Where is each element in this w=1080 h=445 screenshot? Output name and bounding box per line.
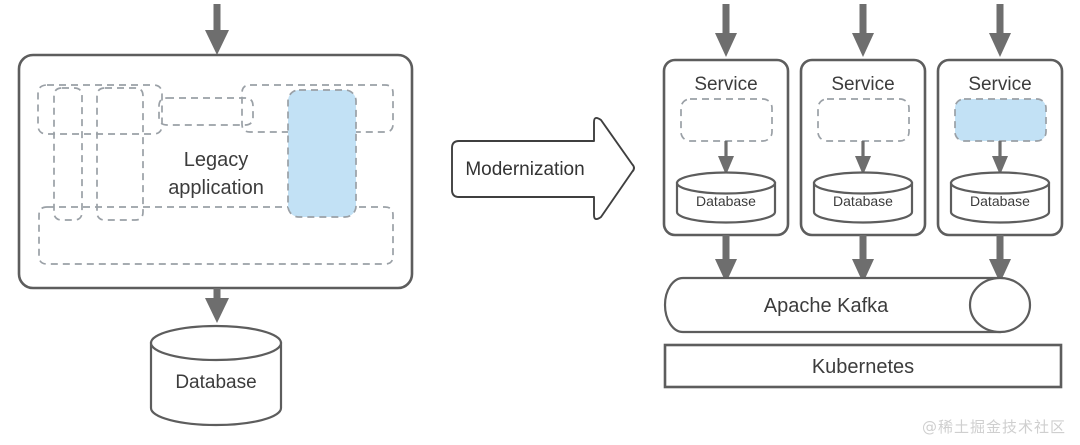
service-1-inbound-arrow [715, 4, 737, 57]
service-3-label: Service [968, 74, 1031, 95]
legacy-module-mid-tall [96, 87, 144, 221]
service-stack-2: Service Database [799, 4, 927, 283]
service-1-database-label: Database [696, 193, 756, 209]
legacy-module-horizontal-pill [158, 97, 254, 126]
apache-kafka-label: Apache Kafka [764, 295, 889, 317]
legacy-internal-modules [37, 84, 394, 265]
inbound-request-arrow [205, 4, 229, 55]
service-2-inbound-arrow [852, 4, 874, 57]
service-1-to-kafka-arrow [715, 235, 737, 283]
legacy-database-label: Database [175, 372, 256, 393]
legacy-module-right-top [241, 84, 394, 133]
watermark-text: @稀土掘金技术社区 [921, 418, 1066, 436]
service-3-inbound-arrow [989, 4, 1011, 57]
service-2-component-to-db-arrow [855, 141, 871, 175]
kubernetes-label: Kubernetes [812, 356, 914, 378]
modernization-arrow [451, 116, 635, 221]
service-1-database-cylinder [675, 171, 777, 224]
service-3-component-highlighted [954, 98, 1047, 142]
legacy-to-database-arrow [205, 288, 229, 323]
apache-kafka-bus [663, 276, 1032, 334]
monolith-highlighted-module [287, 89, 357, 218]
legacy-database-cylinder [149, 324, 283, 427]
service-2-label: Service [831, 74, 894, 95]
service-3-database-label: Database [970, 193, 1030, 209]
legacy-module-bottom-wide [38, 206, 394, 265]
kubernetes-platform-bar [663, 343, 1063, 389]
service-1-label: Service [694, 74, 757, 95]
service-1-component-to-db-arrow [718, 141, 734, 175]
service-stack-3: Service Database [936, 4, 1064, 283]
service-2-database-cylinder [812, 171, 914, 224]
modernization-label: Modernization [465, 159, 584, 180]
legacy-label-line1: Legacy [184, 149, 249, 171]
service-2-to-kafka-arrow [852, 235, 874, 283]
service-stack-1: Service Database [662, 4, 790, 283]
service-3-component-to-db-arrow [992, 141, 1008, 175]
service-3-database-cylinder [949, 171, 1051, 224]
legacy-label-line2: application [168, 177, 264, 199]
service-3-to-kafka-arrow [989, 235, 1011, 283]
service-2-database-label: Database [833, 193, 893, 209]
